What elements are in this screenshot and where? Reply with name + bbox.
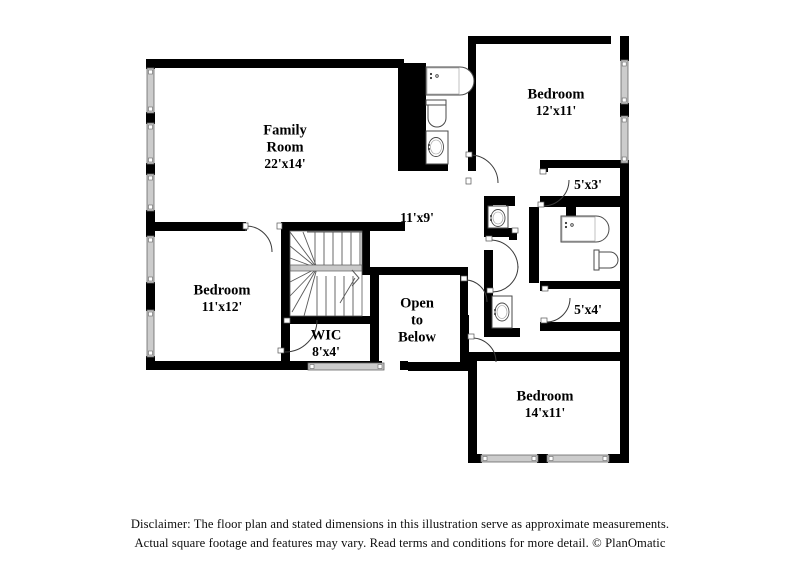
wall-hall-right-b xyxy=(484,250,493,296)
wall-hall-right-topcap xyxy=(506,196,515,206)
door-swing-open-area xyxy=(464,279,488,303)
wall-bed14-bottom-b xyxy=(537,454,548,463)
staircase xyxy=(289,230,363,317)
door-swing-wic xyxy=(284,319,318,353)
wall-right-top-corner xyxy=(620,36,629,61)
wall-5x4-top xyxy=(540,281,629,289)
wall-hall-mid-cap xyxy=(509,228,517,240)
door-swing-bedroom-11x12 xyxy=(245,225,273,253)
wall-right-exterior-mid xyxy=(620,207,629,283)
wall-wic-right xyxy=(370,267,379,370)
wall-left-corner-top xyxy=(146,59,155,69)
door-swing-bath-top xyxy=(469,154,499,184)
bath-top-fixtures xyxy=(425,66,475,165)
wall-wic-left xyxy=(281,316,290,370)
door-group xyxy=(242,151,571,363)
wall-wc-stub xyxy=(566,207,576,216)
label-wic-dim: 8'x4' xyxy=(312,344,340,359)
room-labels: Family Room 22'x14' Bedroom 12'x11' Bedr… xyxy=(194,86,602,420)
wall-right-corridor xyxy=(529,207,539,283)
wall-bed14-top xyxy=(468,352,629,361)
label-open-to-below-1: Open xyxy=(400,295,434,311)
wall-bed14-right xyxy=(620,331,629,462)
wall-group xyxy=(146,36,629,463)
window-left-4 xyxy=(146,235,155,284)
window-left-2 xyxy=(146,122,155,165)
wall-bath-top-right xyxy=(468,36,476,171)
disclaimer-line-2: Actual square footage and features may v… xyxy=(134,535,666,550)
label-bedroom-11x12-name: Bedroom xyxy=(194,282,251,298)
label-open-to-below-3: Below xyxy=(398,329,436,345)
wall-bedroom-left-top xyxy=(146,222,246,231)
wall-family-top xyxy=(146,59,404,68)
toilet-icon xyxy=(427,103,447,128)
window-group xyxy=(146,59,629,463)
wall-bottom-left-b xyxy=(400,361,408,370)
window-left-5 xyxy=(146,309,155,358)
wall-chase-mass xyxy=(398,63,426,171)
wall-bed14-left xyxy=(468,352,477,462)
window-open-bottom xyxy=(307,362,385,371)
label-bedroom-12x11-dim: 12'x11' xyxy=(536,103,577,118)
wall-5x4-right xyxy=(620,281,629,331)
tub-faucet-icon xyxy=(429,72,433,76)
window-left-1 xyxy=(146,67,155,114)
disclaimer-line-1: Disclaimer: The floor plan and stated di… xyxy=(130,517,670,531)
wall-right-seg1 xyxy=(620,103,629,117)
bathtub-icon xyxy=(560,215,610,243)
label-bath-5x3: 5'x3' xyxy=(574,177,602,192)
wall-bed14-bottom-a xyxy=(468,454,482,463)
wall-hall-bottom xyxy=(484,328,520,337)
wall-open-right-upper xyxy=(460,267,468,315)
wall-under-bed12 xyxy=(540,160,629,168)
window-right-1 xyxy=(620,59,629,105)
label-bath-5x4: 5'x4' xyxy=(574,302,602,317)
label-open-to-below-2: to xyxy=(411,312,423,328)
bath-right-lower-fixtures xyxy=(491,295,513,329)
label-family-room-dim: 22'x14' xyxy=(264,156,305,171)
wall-5x4-bottom xyxy=(540,322,629,331)
wall-stair-top xyxy=(281,222,405,231)
wall-5x3-left xyxy=(540,160,548,172)
wall-open-bed14-connector xyxy=(460,315,469,362)
wall-hall-mid xyxy=(484,228,517,237)
door-swing-hall-bath xyxy=(489,239,519,269)
wall-left-seg2 xyxy=(146,163,155,175)
wall-stair-left xyxy=(281,222,290,320)
wall-left-seg1 xyxy=(146,112,155,124)
wall-bedroom12-top xyxy=(468,36,611,44)
bath-right-upper-fixtures xyxy=(487,205,619,271)
disclaimer-text: Disclaimer: The floor plan and stated di… xyxy=(0,515,800,553)
door-swing-bath-lower xyxy=(491,265,519,293)
door-swing-5x4 xyxy=(545,297,571,323)
door-swing-5x3 xyxy=(542,179,570,207)
label-bedroom-11x12-dim: 11'x12' xyxy=(202,299,243,314)
wall-hall-right-c xyxy=(484,288,493,336)
wall-bottom-left xyxy=(146,361,382,370)
label-bedroom-14x11-dim: 14'x11' xyxy=(525,405,566,420)
wall-left-seg4 xyxy=(146,282,155,311)
label-bedroom-12x11-name: Bedroom xyxy=(528,86,585,102)
wall-stair-right xyxy=(362,222,370,272)
wall-bed14-bottom-c xyxy=(608,454,629,463)
window-bed14-1 xyxy=(480,454,539,463)
wall-open-top xyxy=(370,267,468,275)
wall-right-seg2 xyxy=(620,162,629,204)
label-wic-name: WIC xyxy=(311,327,342,343)
wall-chase-foot xyxy=(398,163,448,171)
window-bed14-2 xyxy=(546,454,610,463)
label-hall-11x9: 11'x9' xyxy=(400,210,434,225)
label-family-room-name2: Room xyxy=(266,139,303,155)
wall-hall-right-top xyxy=(484,196,514,205)
wall-open-bottom-right xyxy=(408,362,468,371)
window-right-2 xyxy=(620,115,629,164)
wall-bath-divider xyxy=(540,196,629,207)
door-swing-bedroom-14x11 xyxy=(471,337,497,363)
label-bedroom-14x11-name: Bedroom xyxy=(517,388,574,404)
toilet-icon xyxy=(597,251,619,269)
window-left-3 xyxy=(146,173,155,212)
wall-wic-top xyxy=(281,316,378,324)
label-family-room-name: Family xyxy=(263,122,307,138)
